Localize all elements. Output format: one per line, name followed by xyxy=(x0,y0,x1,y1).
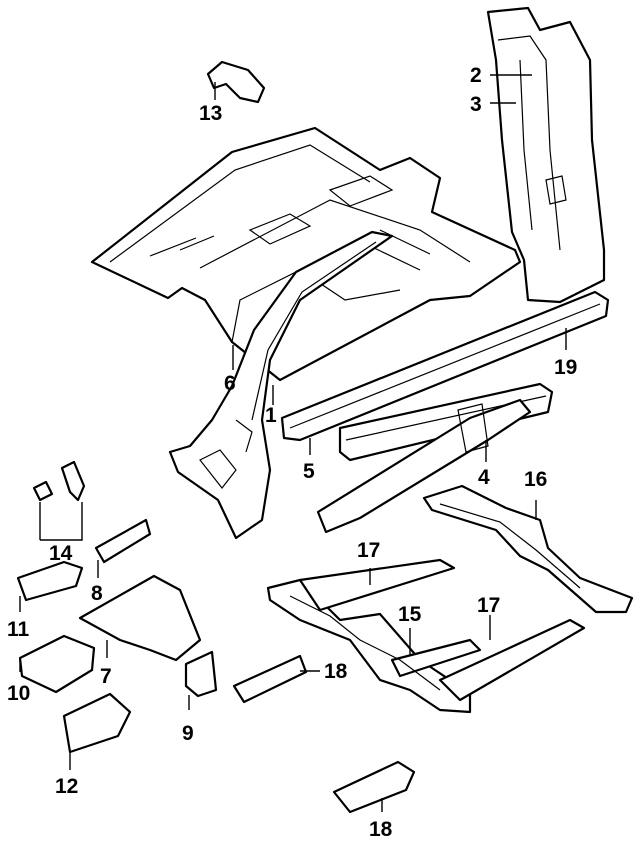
panel-12-part xyxy=(62,692,132,754)
callout-14: 14 xyxy=(49,542,73,565)
rear-rail-part xyxy=(422,484,634,614)
bracket-18a-part xyxy=(232,654,308,704)
bracket-9-part xyxy=(184,650,218,698)
callout-19: 19 xyxy=(554,356,577,379)
callout-16: 16 xyxy=(524,468,547,491)
rocker-panel-part xyxy=(280,290,610,442)
callout-18b: 18 xyxy=(369,818,393,841)
callout-17a: 17 xyxy=(357,539,380,562)
bracket-14-part xyxy=(32,460,86,502)
leader-lines xyxy=(19,74,567,812)
callout-7: 7 xyxy=(100,665,112,688)
crossmember-part xyxy=(316,398,532,534)
callout-9: 9 xyxy=(182,722,194,745)
frame-rail-assembly-part xyxy=(266,558,586,714)
callout-15: 15 xyxy=(398,603,422,626)
bracket-18b-part xyxy=(332,760,416,814)
floor-pan-part xyxy=(90,126,522,382)
callout-13: 13 xyxy=(199,102,222,125)
panel-8-part xyxy=(94,518,152,564)
center-arch-pillar-part xyxy=(168,230,394,540)
callout-17b: 17 xyxy=(477,594,500,617)
callout-3: 3 xyxy=(470,93,482,116)
panel-7-part xyxy=(78,574,202,662)
callout-4: 4 xyxy=(478,466,490,489)
callout-1: 1 xyxy=(265,404,277,427)
callout-10: 10 xyxy=(7,682,30,705)
callout-2: 2 xyxy=(470,64,482,87)
callout-11: 11 xyxy=(7,618,30,641)
bracket-13-part xyxy=(206,60,266,104)
callout-8: 8 xyxy=(91,582,103,605)
callout-18a: 18 xyxy=(324,660,348,683)
b-pillar-part xyxy=(486,6,606,304)
panel-10-part xyxy=(18,634,96,694)
callout-6: 6 xyxy=(224,372,236,395)
callout-5: 5 xyxy=(303,460,315,483)
panel-11-part xyxy=(16,560,84,602)
callout-12: 12 xyxy=(55,775,78,798)
